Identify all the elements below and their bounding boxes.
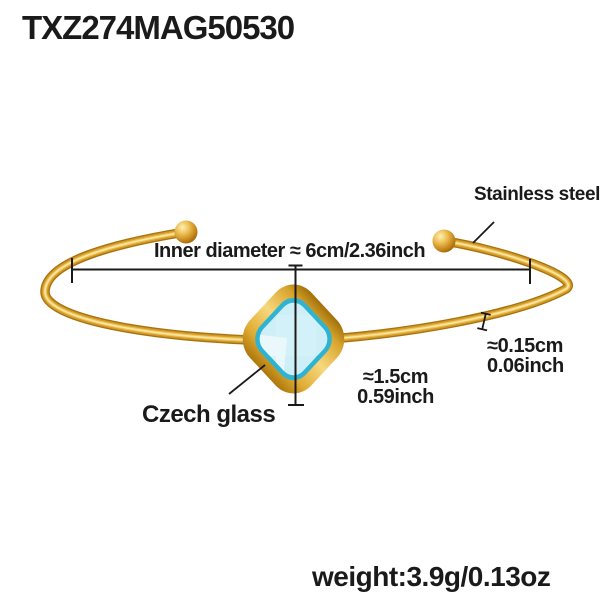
material-label: Stainless steel bbox=[473, 184, 600, 205]
weight-label: weight:3.9g/0.13oz bbox=[312, 561, 551, 592]
stone-size-label: ≈1.5cm 0.59inch bbox=[348, 367, 443, 407]
stone-material-label: Czech glass bbox=[142, 401, 276, 428]
thickness-cm: ≈0.15cm bbox=[487, 335, 564, 357]
stone bbox=[242, 284, 345, 394]
thickness-tick-mark bbox=[477, 311, 491, 332]
bangle-ball-left bbox=[174, 220, 198, 244]
thickness-inch: 0.06inch bbox=[487, 355, 564, 377]
inner-diameter-measure-line bbox=[71, 258, 531, 284]
stone-pointer-line bbox=[228, 364, 266, 395]
product-code: TXZ274MAG50530 bbox=[22, 9, 295, 46]
stone-height-measure-line bbox=[288, 264, 304, 406]
inner-diameter-label: Inner diameter ≈ 6cm/2.36inch bbox=[154, 240, 426, 262]
material-pointer-line bbox=[472, 221, 495, 244]
stone-size-inch: 0.59inch bbox=[357, 386, 434, 408]
stone-size-cm: ≈1.5cm bbox=[362, 366, 429, 388]
bangle-ball-right bbox=[432, 229, 456, 253]
wire-thickness-label: ≈0.15cm 0.06inch bbox=[487, 336, 564, 376]
